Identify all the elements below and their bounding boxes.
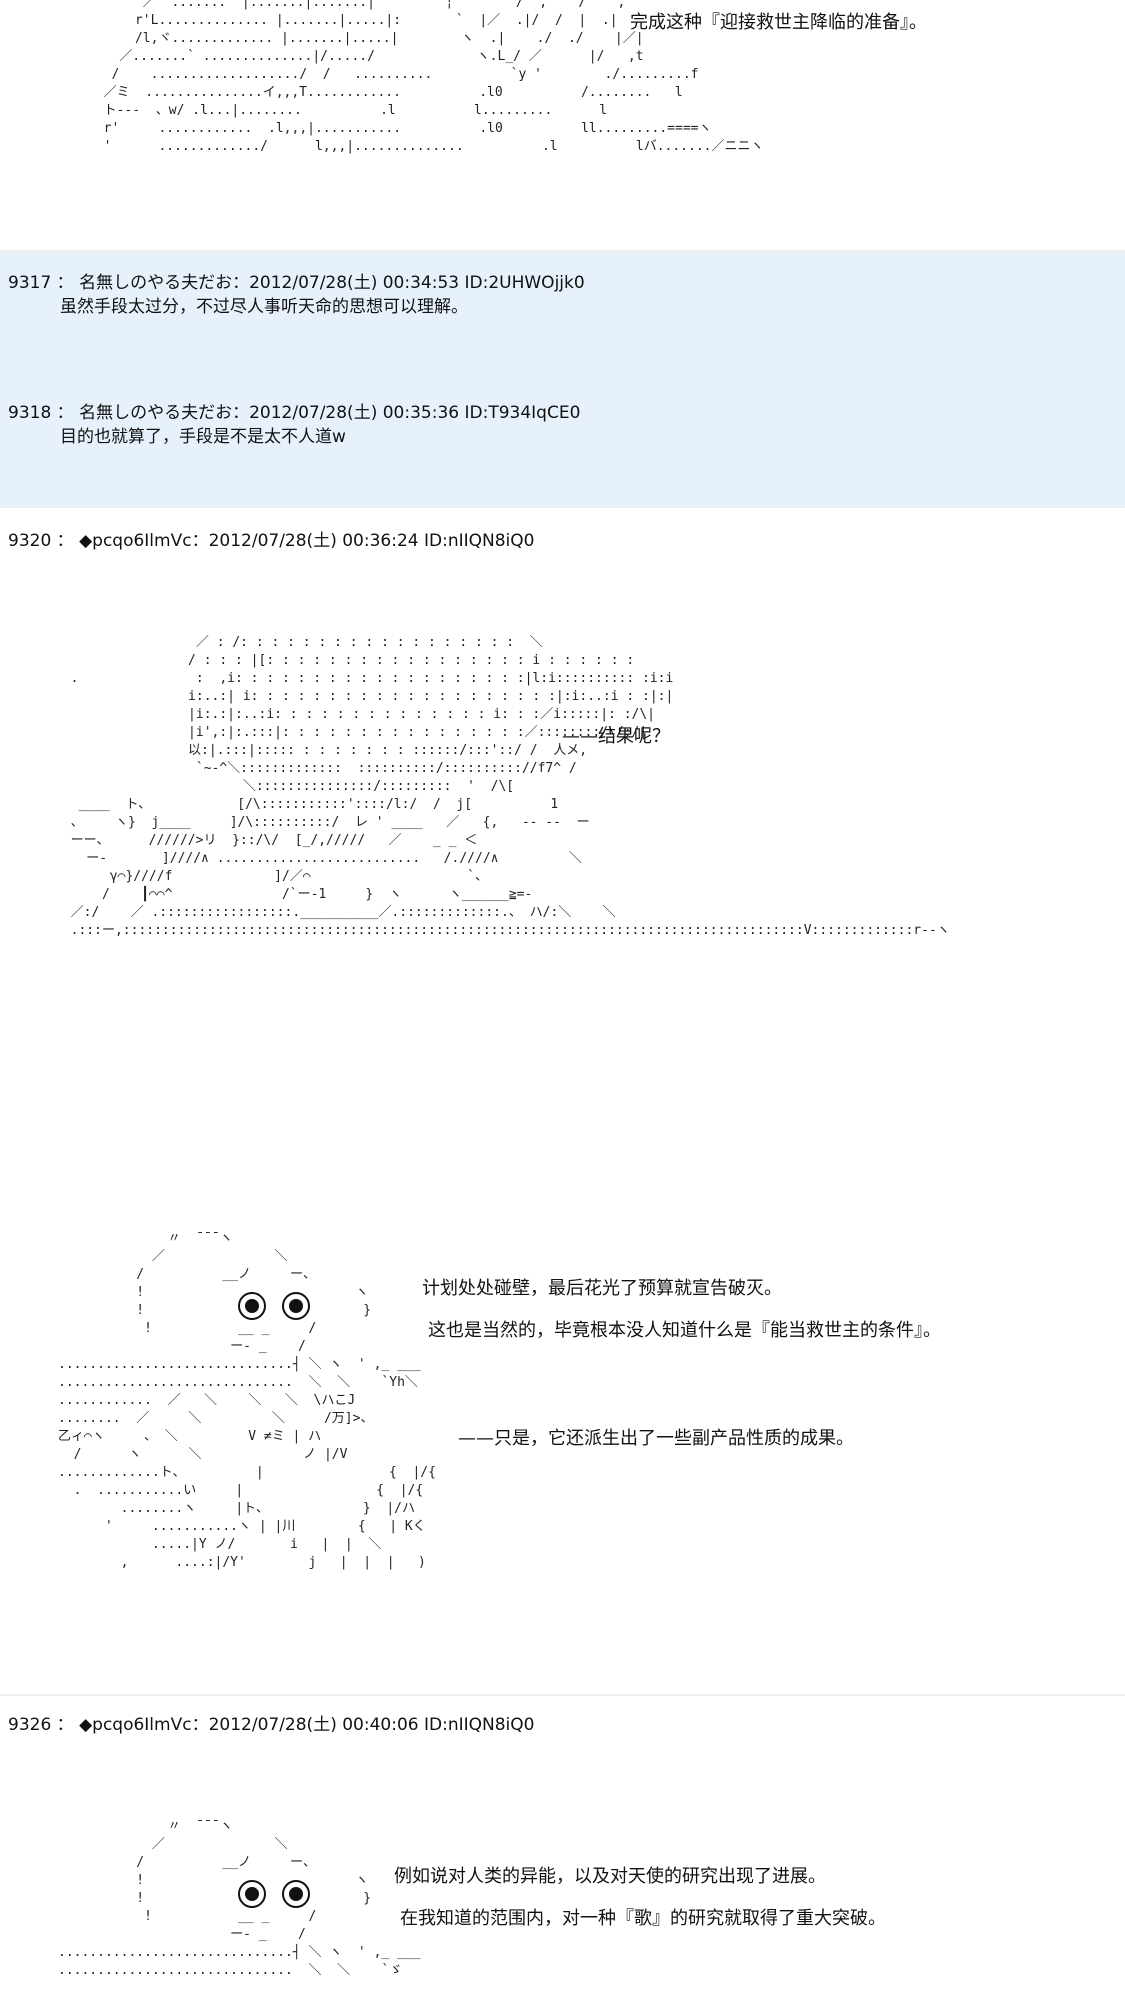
post-id: ID:T934IqCE0 [464,403,581,423]
post-panel-top: ／ ....... |.......|.......| ¦ ` / , / , … [0,0,1125,250]
narration-result: ——结果呢？ [562,726,670,747]
narration-savior-condition: 这也是当然的，毕竟根本没人知道什么是『能当救世主的条件』。 [428,1320,941,1341]
right-eye-icon [282,1292,310,1320]
left-eye-icon [238,1292,266,1320]
post-id: ID:nIIQN8iQ0 [424,1715,535,1735]
post-panel-9320: 9320 ： ◆pcqo6IlmVc：2012/07/28(土) 00:36:2… [0,508,1125,1694]
post-number: 9320 [8,531,52,551]
post-datetime: ：2012/07/28(土) 00:40:06 [191,1715,419,1735]
post-panel-9326: 9326 ： ◆pcqo6IlmVc：2012/07/28(土) 00:40:0… [0,1696,1125,2000]
post-datetime: ：2012/07/28(土) 00:36:24 [191,531,419,551]
post-author: 名無しのやる夫だお [79,273,233,293]
post-id: ID:2UHWOjjk0 [464,273,585,293]
ascii-art-top: ／ ....... |.......|.......| ¦ ` / , / , … [103,0,764,154]
post-number: 9318 [8,403,52,423]
ascii-art-character-2: 〃 ̄ ̄ ̄ ヽ ／ ＼ / __ノ ー、 ! ヽ ! } ! __ _ / [58,1231,436,1570]
left-eye-icon [238,1880,266,1908]
post-author: ◆pcqo6IlmVc [79,531,192,551]
narration-research-progress: 例如说对人类的异能，以及对天使的研究出现了进展。 [394,1866,826,1887]
post-separator: ： [56,531,74,551]
post-datetime: ：2012/07/28(土) 00:34:53 [232,273,460,293]
narration-byproduct: ——只是，它还派生出了一些副产品性质的成果。 [458,1428,854,1449]
narration-plan-failed: 计划处处碰壁，最后花光了预算就宣告破灭。 [422,1278,782,1299]
post-number: 9326 [8,1715,52,1735]
ascii-art-character-3: 〃 ̄ ̄ ̄ ヽ ／ ＼ / __ノ ー、 ! ヽ ! } ! __ _ / [58,1819,421,1978]
post-id: ID:nIIQN8iQ0 [424,531,535,551]
post-body-9317: 虽然手段太过分，不过尽人事听天命的思想可以理解。 [60,297,468,317]
post-body-9318: 目的也就算了，手段是不是太不人道w [60,427,346,447]
post-header-9320: 9320 ： ◆pcqo6IlmVc：2012/07/28(土) 00:36:2… [8,526,534,551]
ascii-art-character-1: ／ : /: : : : : : : : : : : : : : : : : :… [70,635,950,938]
post-header-9317: 9317 ： 名無しのやる夫だお：2012/07/28(土) 00:34:53 … [8,268,585,293]
post-panel-9317-9318: 9317 ： 名無しのやる夫だお：2012/07/28(土) 00:34:53 … [0,252,1125,506]
post-separator: ： [56,403,74,423]
narration-top: 完成这种『迎接救世主降临的准备』。 [630,12,927,33]
right-eye-icon [282,1880,310,1908]
post-header-9318: 9318 ： 名無しのやる夫だお：2012/07/28(土) 00:35:36 … [8,398,580,423]
post-separator: ： [56,1715,74,1735]
post-header-9326: 9326 ： ◆pcqo6IlmVc：2012/07/28(土) 00:40:0… [8,1710,534,1735]
post-datetime: ：2012/07/28(土) 00:35:36 [232,403,460,423]
narration-song-research: 在我知道的范围内，对一种『歌』的研究就取得了重大突破。 [400,1908,886,1929]
post-author: ◆pcqo6IlmVc [79,1715,192,1735]
post-separator: ： [56,273,74,293]
post-author: 名無しのやる夫だお [79,403,233,423]
post-number: 9317 [8,273,52,293]
